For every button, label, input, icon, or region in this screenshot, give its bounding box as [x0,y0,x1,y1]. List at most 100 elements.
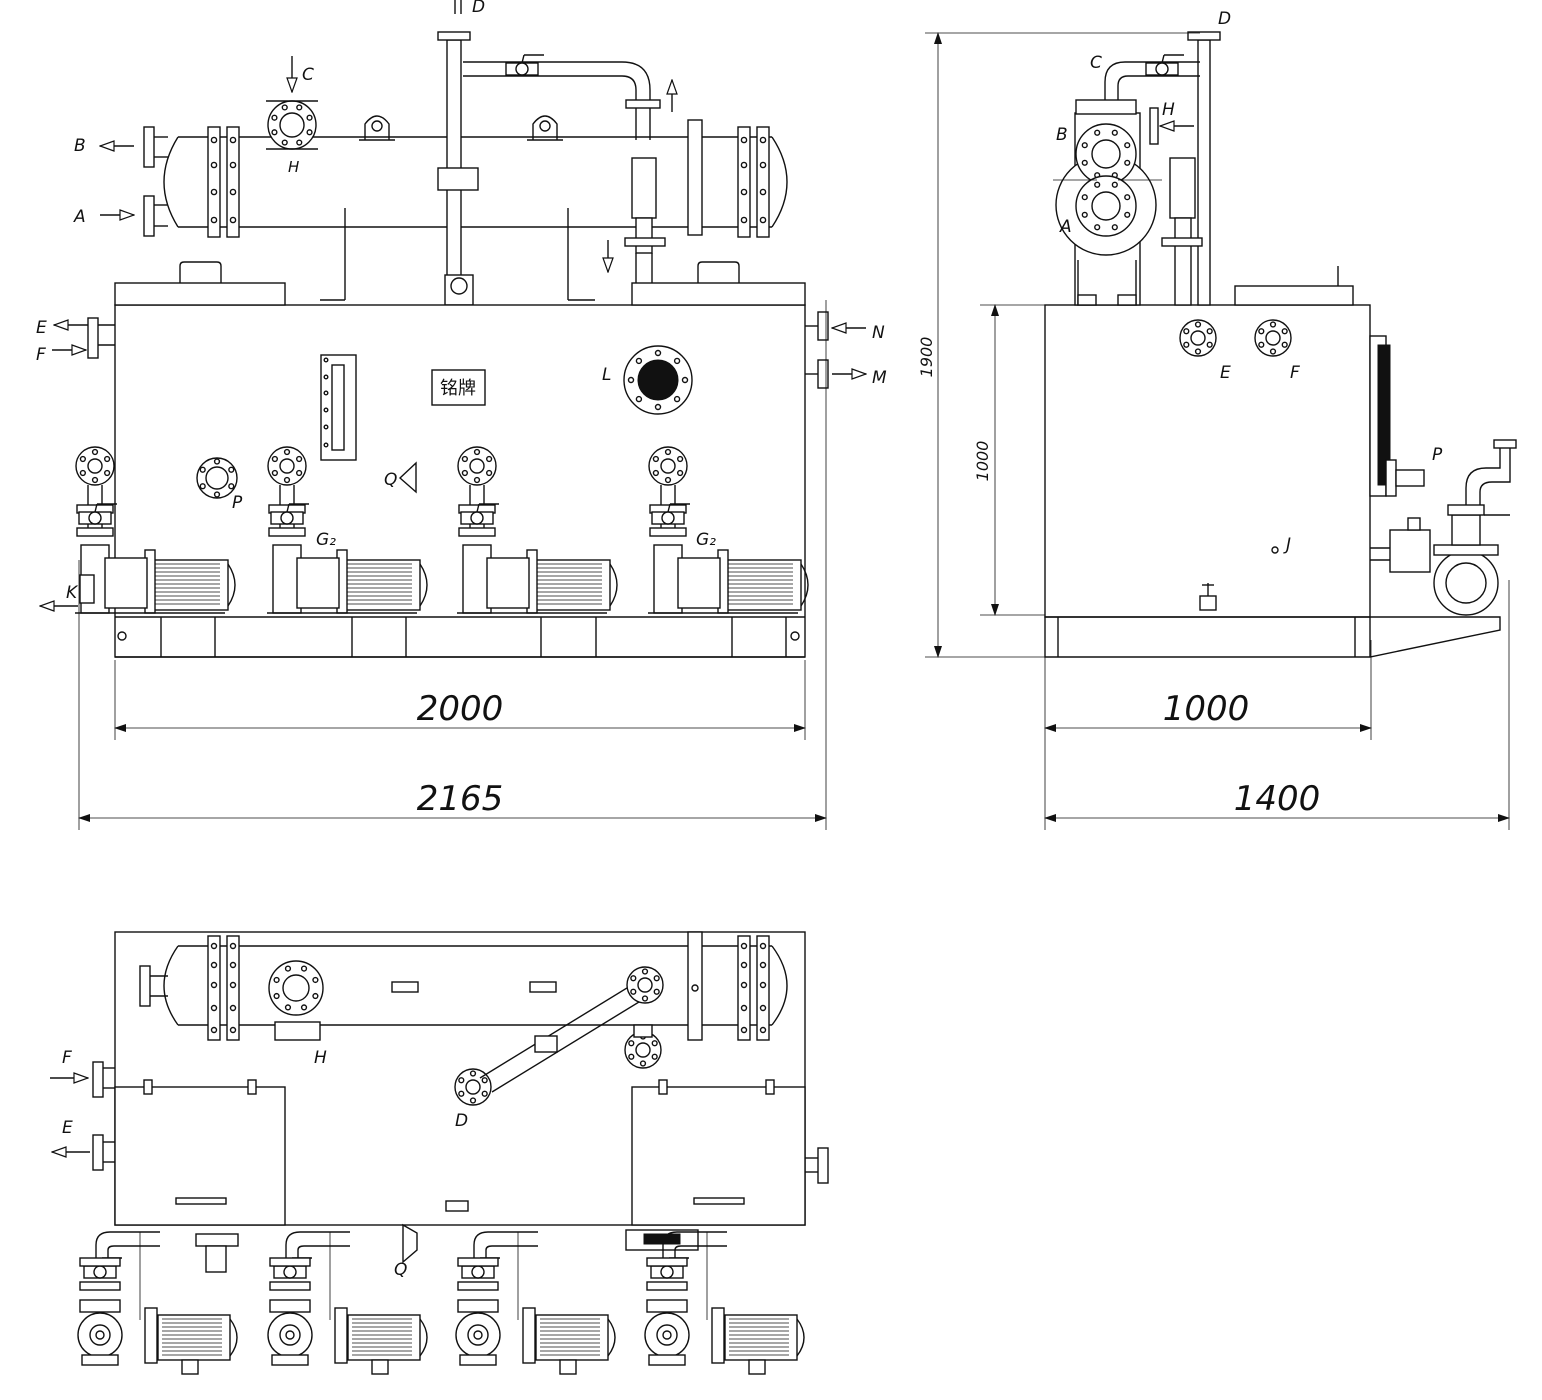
bolt-hole [481,1090,488,1097]
label-h-top: H [314,1048,327,1068]
bottom-drain-valve [1199,595,1217,611]
flange-bolt [759,1004,767,1012]
manhole-bolt [654,403,662,411]
bolt-hole [630,975,637,982]
cover-left [114,282,286,306]
side-pump-pipe-2 [1479,445,1511,505]
nozzle-a-flange [143,195,155,237]
bolt-hole [1194,321,1202,328]
bolt-hole [664,476,672,484]
motor-foot [181,1359,199,1375]
bolt-hole [281,104,288,111]
bolt-hole [1183,328,1190,335]
motor-flange-top [522,1307,536,1364]
pipe-flange [269,1257,311,1267]
gauge-bolt [323,390,329,396]
drain-valve-k [79,574,95,604]
motor-foot [748,1359,766,1375]
side-drain-pipe [1174,217,1192,306]
bolt-hole [628,1053,635,1060]
dim-2000: 2000 [417,689,504,729]
motor-endcap [800,563,809,607]
flange-bore [1190,330,1206,346]
flange-bolt [229,136,237,144]
bolt-hole [630,988,637,995]
label-a-front: A [73,207,86,227]
manhole-bolt [635,395,643,403]
pipe-flange [79,1281,121,1291]
side-base [1044,616,1501,658]
valve-ball [661,511,675,525]
pump-foot [648,1354,686,1366]
valve-ball [471,1265,485,1279]
bolt-hole [312,976,319,984]
flange-bolt [759,942,767,950]
bolt-hole [1081,194,1088,201]
lifting-lug [364,115,390,140]
bolt-hole [271,129,278,136]
bolt-hole [1269,321,1277,328]
bolt-hole [486,469,493,477]
manhole-bolt [673,395,681,403]
lug-hole [371,120,383,132]
nozzle-b-flange [143,126,155,168]
bolt-hole [79,455,86,463]
flange-bolt [740,961,748,969]
label-c-side: C [1090,53,1102,73]
pipe-d-flange [437,31,471,41]
bolt-hole [271,455,278,463]
top-slot [391,981,419,993]
manhole-bolt [681,376,689,384]
flange-bolt [740,942,748,950]
valve-ball [1155,62,1169,76]
bolt-hole [473,448,481,456]
pump-suction-pipe [285,1231,350,1258]
motor-body [149,559,229,611]
bolt-hole [283,476,291,484]
valve-ball [88,511,102,525]
pump-shaft [473,1330,483,1340]
valve-ball [515,62,529,76]
cover-right [631,282,806,306]
valve-ball [280,511,294,525]
diag-pipe-2 [491,993,653,1093]
dim-1400: 1400 [1234,779,1321,819]
dim-2165: 2165 [417,779,504,819]
diag-pipe-1 [479,979,641,1079]
bolt-hole [1124,211,1131,218]
motor-endcap [419,563,428,607]
motor-body [341,559,421,611]
flange-bore [1265,330,1281,346]
bolt-hole [473,476,481,484]
label-p-side: P [1432,445,1443,465]
motor-endcap [229,1318,238,1357]
motor-endcap [607,1318,616,1357]
bolt-hole [1183,341,1190,348]
bolt-hole [652,469,659,477]
side-view: 1900 1000 1000 1400 D C H B A E F P J [917,9,1517,830]
bolt-hole [641,968,649,975]
bolt-hole [481,1077,488,1084]
bolt-hole [271,469,278,477]
bolt-hole [1081,159,1088,166]
pipe-flange [269,1281,311,1291]
flange-bolt [759,981,767,989]
label-h-front: H [288,158,299,176]
motor-endcap [796,1318,805,1357]
label-m: M [872,368,887,388]
top-port-stub [633,1024,653,1038]
top-left-head [163,945,179,1026]
bolt-hole [312,992,319,1000]
label-q-top: Q [394,1260,407,1280]
top-filter-core [643,1233,681,1245]
pump-shaft [95,1330,105,1340]
label-b-front: B [74,136,86,156]
top-labels: F E H D Q [62,1048,468,1280]
top-plan [50,931,829,1273]
port-q [398,461,417,494]
manhole-opening [637,359,679,401]
front-labels: B A C D H E F N M L P Q G₂ G₂ K 铭牌 [36,0,887,603]
flange-bore [635,1042,651,1058]
top-stub-flange [195,1233,239,1247]
flange-bolt [229,981,237,989]
